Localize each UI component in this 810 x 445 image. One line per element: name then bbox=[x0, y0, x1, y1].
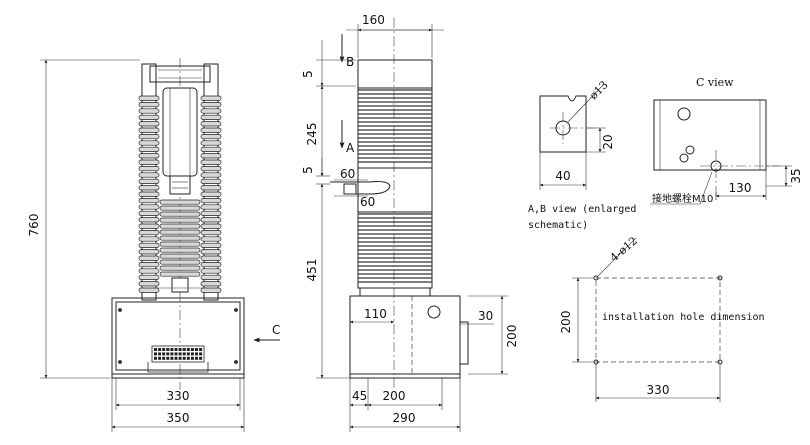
front-view: C 760 330 350 bbox=[27, 58, 280, 432]
side-top-width-dim: 160 bbox=[362, 13, 385, 27]
front-link bbox=[171, 277, 189, 293]
ab-view: ø13 20 40 A,B view (enlarged schematic) bbox=[528, 78, 636, 231]
side-terminal bbox=[330, 181, 391, 195]
ab-caption-line1: A,B view (enlarged bbox=[528, 204, 636, 215]
side-dim-45: 45 bbox=[352, 389, 367, 403]
c-view-ground-label: 接地螺栓M10 bbox=[652, 192, 713, 205]
c-view-small-hole-2 bbox=[679, 153, 689, 163]
side-dim-110: 110 bbox=[364, 307, 387, 321]
front-left-insulator bbox=[138, 95, 160, 293]
install-label: installation hole dimension bbox=[602, 312, 765, 323]
c-view-dim-35: 35 bbox=[789, 168, 803, 183]
ab-dim-20: 20 bbox=[601, 134, 615, 149]
install-view: 4-ø12 installation hole dimension 200 33… bbox=[559, 234, 765, 402]
ab-terminal-plate bbox=[539, 95, 587, 153]
view-c-arrow-label: C bbox=[272, 323, 280, 337]
view-a-label: A bbox=[346, 141, 355, 155]
c-view-top-hole bbox=[677, 107, 691, 121]
front-height-dim: 760 bbox=[27, 214, 41, 237]
side-dim-200-bottom: 200 bbox=[383, 389, 406, 403]
side-dim-451: 451 bbox=[305, 259, 319, 282]
side-dim-60-bottom: 60 bbox=[360, 195, 375, 209]
c-view: C view 35 130 接地螺栓M10 bbox=[650, 76, 803, 205]
side-top-cap bbox=[357, 59, 433, 89]
install-hole-2 bbox=[717, 275, 723, 281]
install-dim-200: 200 bbox=[559, 311, 573, 334]
side-dim-5-mid: 5 bbox=[301, 166, 315, 174]
c-view-plate bbox=[653, 99, 767, 171]
ab-caption-line2: schematic) bbox=[528, 220, 588, 231]
front-right-insulator bbox=[200, 95, 222, 293]
side-dim-30: 30 bbox=[478, 309, 493, 323]
side-dim-290: 290 bbox=[393, 411, 416, 425]
side-dim-5-top: 5 bbox=[301, 70, 315, 78]
side-dim-245: 245 bbox=[305, 123, 319, 146]
front-base-box bbox=[111, 297, 245, 375]
front-contact-block bbox=[169, 175, 191, 195]
install-holes-dim: 4-ø12 bbox=[608, 234, 640, 264]
side-ground-hole bbox=[427, 305, 441, 319]
side-view: 160 B A 5 245 5 451 60 60 110 30 bbox=[301, 13, 519, 432]
install-dim-330: 330 bbox=[647, 383, 670, 397]
view-b-label: B bbox=[346, 55, 354, 69]
c-view-small-hole-1 bbox=[685, 145, 695, 155]
c-view-dim-130: 130 bbox=[729, 181, 752, 195]
side-dim-200-right: 200 bbox=[505, 325, 519, 348]
front-interrupter bbox=[162, 87, 198, 177]
ab-dim-40: 40 bbox=[555, 169, 570, 183]
front-outer-width-dim: 350 bbox=[167, 411, 190, 425]
side-dim-60-top: 60 bbox=[340, 167, 355, 181]
front-inner-width-dim: 330 bbox=[167, 389, 190, 403]
front-center-insulator bbox=[159, 199, 201, 277]
side-mechanism-box bbox=[459, 321, 469, 365]
front-terminal-block bbox=[147, 345, 209, 373]
front-top-crossbar bbox=[149, 65, 211, 83]
c-view-title: C view bbox=[696, 76, 734, 89]
side-upper-insulator bbox=[357, 87, 433, 169]
